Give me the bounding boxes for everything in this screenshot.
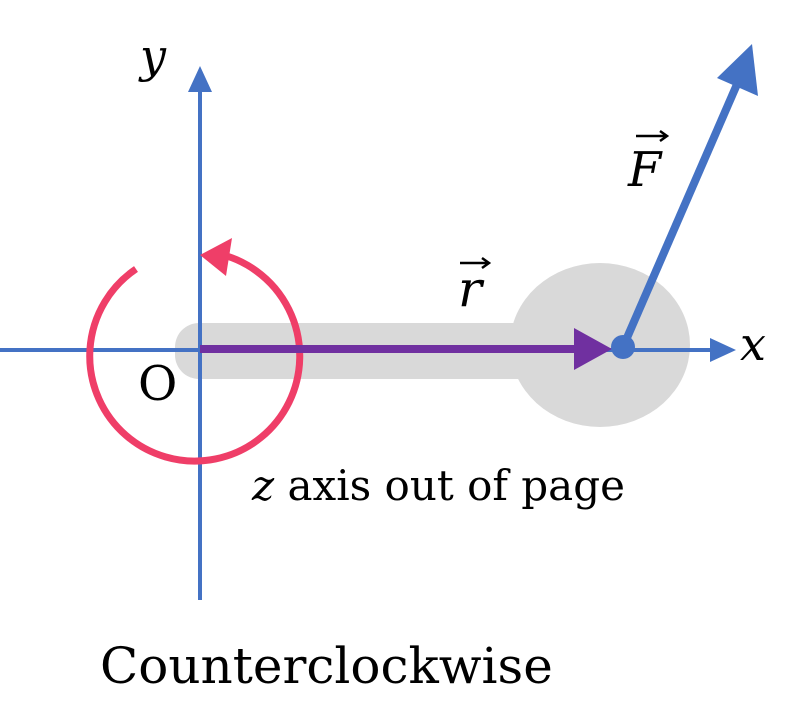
position-vector-label: r (458, 256, 492, 318)
rotation-arrowhead (200, 238, 232, 276)
y-axis-arrowhead (188, 66, 212, 92)
y-axis (188, 66, 212, 600)
vector-arrow-icon (460, 256, 492, 270)
z-axis-text: axis out of page (274, 461, 625, 510)
x-axis-label: x (740, 317, 766, 371)
force-vector-letter: F (627, 142, 663, 198)
x-axis-arrowhead (710, 338, 736, 362)
vector-arrow-icon (636, 129, 670, 143)
position-vector-letter: r (458, 260, 485, 318)
force-vector (611, 44, 758, 359)
y-axis-label: y (138, 29, 167, 83)
z-axis-note: z axis out of page (251, 461, 625, 510)
force-vector-label: F (627, 129, 670, 198)
position-vector (200, 328, 612, 370)
counterclockwise-arrow-icon (86, 238, 304, 465)
caption: Counterclockwise (100, 637, 553, 695)
origin-label: O (138, 356, 177, 412)
force-vector-arrowhead (717, 44, 758, 96)
position-vector-arrowhead (574, 328, 612, 370)
force-application-point (611, 335, 635, 359)
z-axis-variable: z (251, 461, 275, 510)
